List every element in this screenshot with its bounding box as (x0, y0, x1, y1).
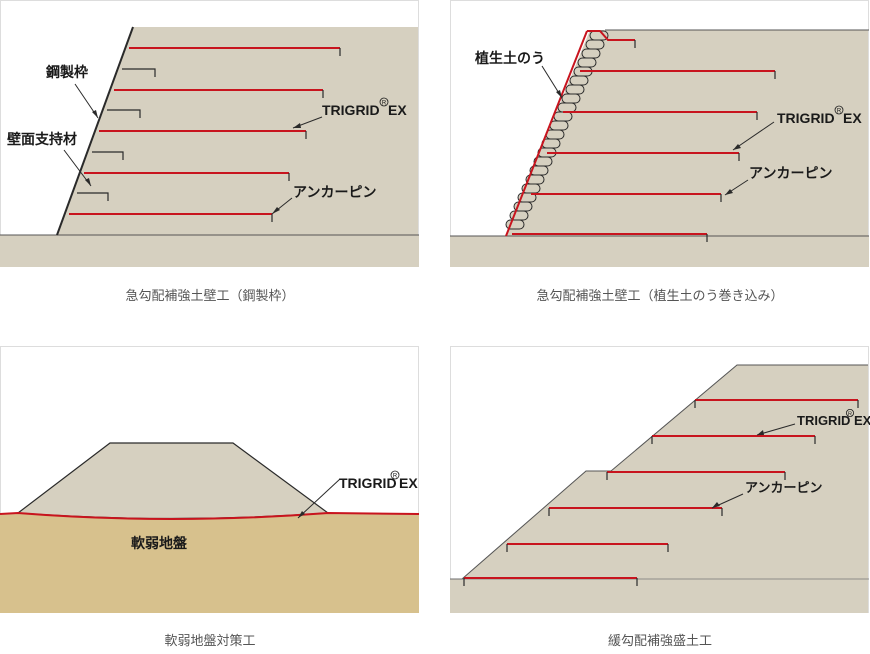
anchor-pins (634, 40, 776, 242)
product-leader-line (732, 121, 775, 151)
registered-letter: R (382, 101, 387, 107)
registered-mark (390, 470, 400, 480)
caption-sandbag-wall: 急勾配補強土壁工（植生土のう巻き込み） (536, 289, 784, 304)
soft-ground-layer (0, 514, 419, 613)
panel-steel-frame-wall: 鋼製枠 壁面支持材 TRIGRID R EX アンカーピン (0, 0, 420, 268)
registered-mark (379, 97, 389, 107)
product-label: TRIGRID (797, 413, 850, 428)
wall-support-members (77, 68, 156, 201)
soft-ground-diagram: TRIGRID R EX 軟弱地盤 (0, 346, 420, 613)
grid-base-layer (0, 511, 420, 520)
anchor-label: アンカーピン (293, 185, 376, 201)
anchor-label: アンカーピン (749, 166, 832, 182)
product-suffix: EX (399, 475, 418, 491)
registered-mark (834, 105, 844, 115)
registered-letter: R (837, 109, 842, 115)
panel-gentle-slope: TRIGRID R EX アンカーピン (450, 346, 870, 614)
product-suffix: EX (854, 413, 870, 428)
grid-wrap-face (505, 30, 588, 237)
gentle-slope-diagram: TRIGRID R EX アンカーピン (450, 346, 870, 613)
caption-soft-ground: 軟弱地盤対策工 (164, 634, 256, 649)
sandbag-label: 植生土のう (474, 50, 545, 67)
panel-sandbag-wall: 植生土のう TRIGRID R EX アンカーピン (450, 0, 870, 268)
caption-gentle-slope: 緩勾配補強盛土工 (607, 634, 712, 649)
registered-letter: R (848, 411, 852, 417)
product-suffix: EX (388, 102, 407, 118)
anchor-label: アンカーピン (745, 481, 822, 496)
steel-frame-diagram: 鋼製枠 壁面支持材 TRIGRID R EX アンカーピン (0, 0, 419, 267)
foundation-ground (0, 235, 419, 267)
registered-letter: R (393, 474, 398, 480)
soft-ground-label: 軟弱地盤 (131, 535, 188, 552)
support-label: 壁面支持材 (7, 131, 77, 148)
grid-layers (464, 399, 858, 579)
product-label: TRIGRID (339, 475, 397, 491)
reinforced-embankment (450, 365, 868, 613)
caption-steel-frame-wall: 急勾配補強土壁工（鋼製枠） (125, 289, 295, 304)
reinforced-soil-body (506, 30, 868, 236)
product-label: TRIGRID (322, 102, 380, 118)
anchor-pins (271, 48, 341, 222)
grid-layers (69, 47, 340, 215)
panel-soft-ground: TRIGRID R EX 軟弱地盤 (0, 346, 420, 614)
frame-label: 鋼製枠 (45, 64, 88, 81)
registered-mark (845, 409, 854, 418)
product-leader-line (297, 478, 341, 519)
sandbag-wall-diagram: 植生土のう TRIGRID R EX アンカーピン (450, 0, 869, 267)
anchor-pins (463, 400, 859, 586)
steel-frame-face (56, 26, 134, 236)
foundation-ground (450, 236, 869, 267)
grid-layers (512, 70, 775, 235)
product-label: TRIGRID (777, 110, 835, 126)
product-suffix: EX (843, 110, 862, 126)
